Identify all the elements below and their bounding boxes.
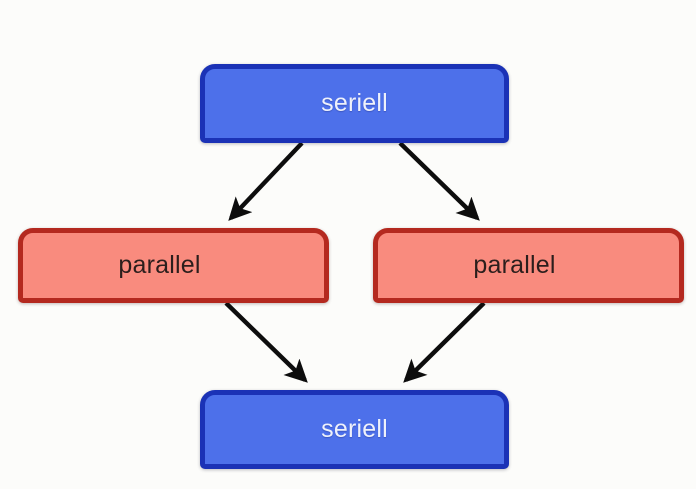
arrow-seriell-top-to-parallel-left [228, 141, 304, 221]
node-parallel-right[interactable]: parallel [373, 228, 684, 303]
node-label: parallel [473, 251, 556, 279]
arrow-seriell-top-to-parallel-right [398, 141, 480, 221]
node-seriell-top[interactable]: seriell [200, 64, 509, 143]
node-parallel-left[interactable]: parallel [18, 228, 329, 303]
node-label: seriell [321, 89, 388, 117]
arrow-parallel-right-to-seriell-bottom [403, 301, 486, 383]
node-seriell-bottom[interactable]: seriell [200, 390, 509, 469]
node-label: parallel [118, 251, 201, 279]
arrow-parallel-left-to-seriell-bottom [224, 301, 308, 383]
node-label: seriell [321, 415, 388, 443]
